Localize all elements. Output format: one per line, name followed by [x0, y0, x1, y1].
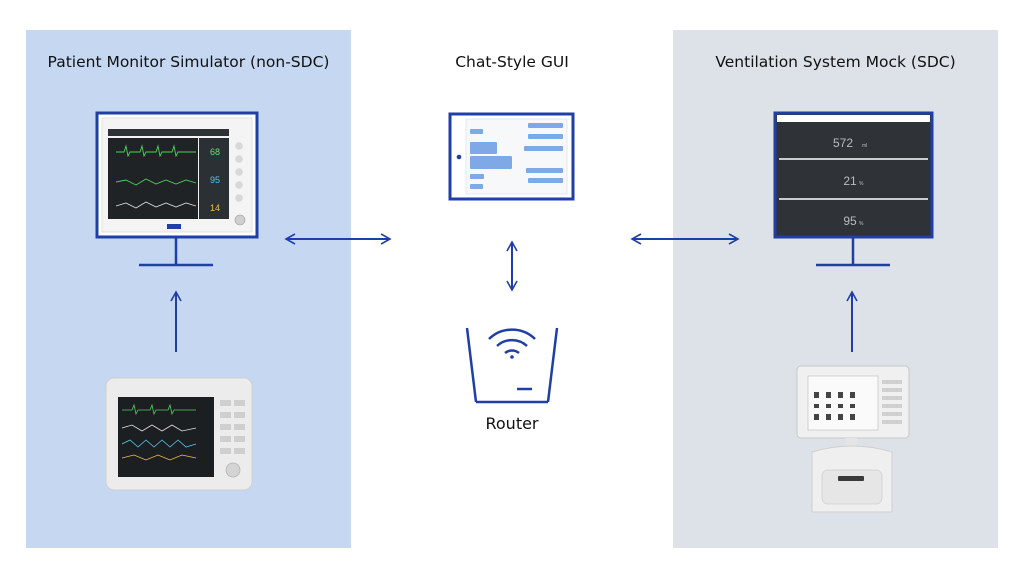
simulator-monitor: 68 95 14 [95, 111, 259, 267]
ventilation-system-title: Ventilation System Mock (SDC) [715, 53, 956, 71]
patient-monitor-title: Patient Monitor Simulator (non-SDC) [47, 53, 330, 71]
chat-gui-title: Chat-Style GUI [455, 53, 569, 71]
vent-unit-spo2: % [859, 221, 864, 227]
vent-value-volume: 572 [833, 136, 853, 150]
monitor-value-spo2: 95 [210, 175, 220, 185]
vent-unit-oxygen: % [859, 181, 864, 187]
router-label: Router [485, 414, 539, 433]
vent-unit-volume: ml [862, 143, 867, 149]
patient-monitor-device [105, 377, 253, 491]
vent-value-spo2: 95 [843, 214, 857, 228]
ventilator-device [796, 365, 910, 513]
monitor-value-hr: 68 [210, 147, 220, 157]
ventilation-monitor: 572 ml 21 % 95 % [773, 111, 934, 267]
brand-logo [167, 224, 181, 229]
monitor-value-rr: 14 [210, 203, 220, 213]
vent-value-oxygen: 21 [843, 174, 857, 188]
chat-bubbles [470, 123, 563, 189]
router-icon [465, 327, 559, 404]
chat-gui-tablet [448, 112, 575, 201]
